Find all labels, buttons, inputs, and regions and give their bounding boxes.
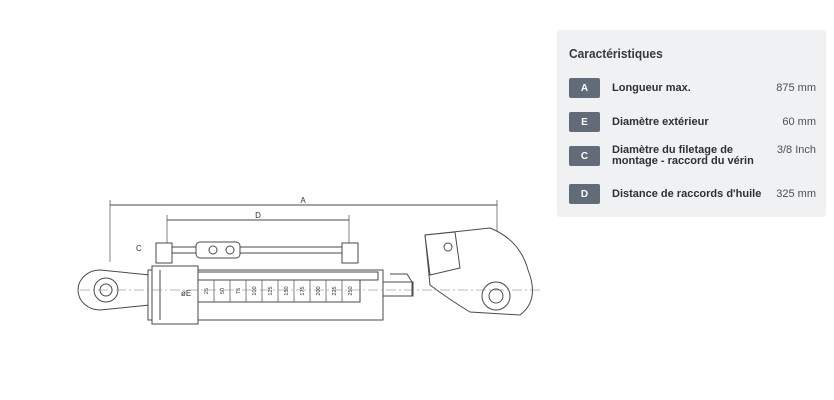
dimension-label-c: C bbox=[136, 244, 142, 253]
spec-row-diameter: E Diamètre extérieur 60 mm bbox=[569, 105, 816, 139]
cylinder-technical-drawing: A D C øE 25 50 75 100 125 150 175 200 22… bbox=[77, 196, 540, 325]
scale-tick-label: 100 bbox=[252, 286, 258, 295]
scale-tick-label: 25 bbox=[204, 288, 210, 294]
dimension-label-e: øE bbox=[181, 289, 191, 298]
spec-label: Longueur max. bbox=[612, 81, 691, 94]
scale-tick-label: 50 bbox=[220, 288, 226, 294]
dimension-label-d: D bbox=[255, 211, 261, 220]
spec-row-length: A Longueur max. 875 mm bbox=[569, 71, 816, 105]
spec-badge: E bbox=[569, 112, 600, 132]
scale-tick-label: 225 bbox=[332, 286, 338, 295]
spec-value: 875 mm bbox=[776, 82, 816, 94]
spec-badge: C bbox=[569, 146, 600, 166]
spec-label: Diamètre extérieur bbox=[612, 115, 709, 128]
scale-tick-label: 150 bbox=[284, 286, 290, 295]
scale-tick-label: 175 bbox=[300, 286, 306, 295]
spec-value: 60 mm bbox=[782, 116, 816, 128]
specifications-panel: Caractéristiques A Longueur max. 875 mm … bbox=[557, 30, 826, 217]
dimension-label-a: A bbox=[300, 196, 306, 205]
spec-badge: A bbox=[569, 78, 600, 98]
scale-tick-label: 200 bbox=[316, 286, 322, 295]
spec-label: Diamètre du filetage de montage - raccor… bbox=[612, 144, 754, 167]
scale-tick-label: 250 bbox=[348, 286, 354, 295]
panel-title: Caractéristiques bbox=[569, 46, 663, 61]
spec-row-hose-distance: D Distance de raccords d'huile 325 mm bbox=[569, 177, 816, 211]
spec-value: 3/8 Inch bbox=[776, 144, 816, 156]
spec-badge: D bbox=[569, 184, 600, 204]
spec-value: 325 mm bbox=[776, 188, 816, 200]
spec-row-thread: C Diamètre du filetage de montage - racc… bbox=[569, 139, 816, 173]
scale-tick-label: 75 bbox=[236, 288, 242, 294]
spec-label: Distance de raccords d'huile bbox=[612, 187, 762, 200]
scale-tick-label: 125 bbox=[268, 286, 274, 295]
